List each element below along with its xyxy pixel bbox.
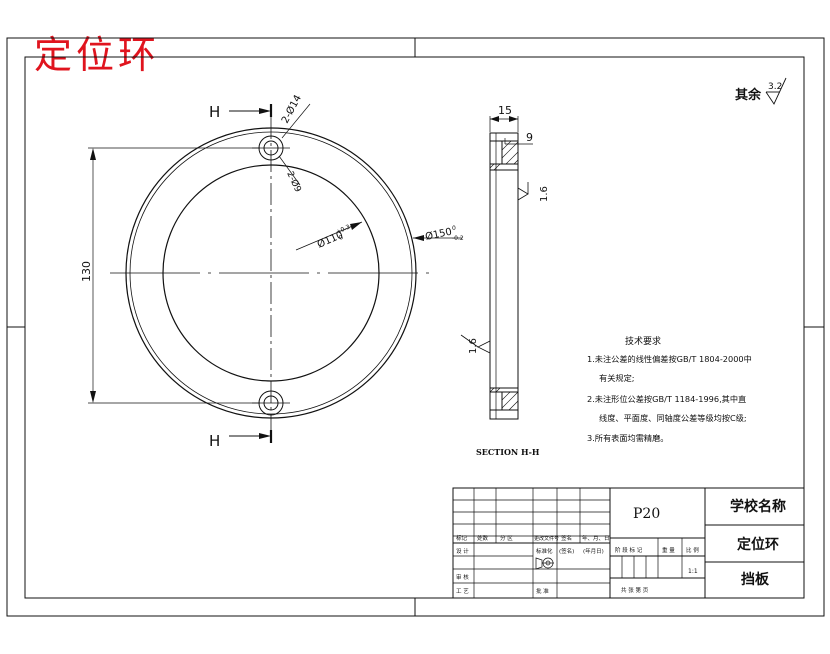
surface-note-label: 其余: [735, 87, 762, 103]
roughness-symbol-side: [517, 182, 529, 201]
chamfer-callout: 2-Ø9: [284, 170, 303, 195]
hole-callout: 2-Ø14: [279, 93, 304, 126]
reviewer-label: 审 核: [456, 573, 469, 581]
arrowheads: [90, 108, 424, 439]
drawing-name: 挡板: [741, 571, 770, 588]
dim-9-label: 9: [526, 131, 533, 144]
outer-dia-label: Ø150: [424, 226, 453, 243]
tech-req-title: 技术要求: [625, 335, 661, 347]
centering-marks: [7, 38, 824, 616]
inner-dia-tol-lower: 0: [338, 234, 345, 242]
weight-header: 重 量: [662, 546, 675, 554]
process-label: 工 艺: [456, 588, 469, 595]
inner-dia-tol-upper: +0.3: [335, 223, 351, 235]
drawing-title: 定位环: [34, 33, 161, 77]
part-name: 定位环: [737, 536, 779, 553]
tech-req-item-3: 2.未注形位公差按GB/T 1184-1996,其中直: [587, 394, 746, 404]
hdr-change-doc: 更改文件号: [534, 535, 559, 542]
hdr-zone: 分 区: [500, 534, 513, 542]
part-number: P20: [633, 506, 660, 522]
sheet-border: [6, 37, 825, 617]
section-mark-top: H: [209, 103, 220, 121]
tech-req-item-5: 3.所有表面均需精磨。: [587, 433, 669, 443]
sheet-info: 共 张 第 页: [621, 586, 649, 594]
section-view: [489, 116, 533, 420]
sign-hint: (签名): [559, 547, 574, 555]
surface-note-value: 3.2: [768, 82, 782, 92]
outer-dia-tol-lower: -0.2: [452, 235, 464, 242]
projection-symbol-icon: [535, 557, 554, 570]
section-hatching: [489, 140, 519, 411]
designer-label: 设 计: [456, 547, 469, 555]
tech-req-item-4: 线度、平面度、同轴度公差等级均按C级;: [599, 413, 747, 423]
scale-header: 比 例: [686, 546, 699, 554]
hdr-date: 年、月、日: [582, 534, 610, 542]
section-view-label: SECTION H-H: [476, 447, 540, 457]
roughness-side-value: 1.6: [539, 186, 550, 202]
date-hint: (年月日): [583, 547, 604, 555]
roughness-symbol-general: [765, 77, 787, 105]
drawing-frame: [24, 56, 805, 599]
hdr-sign: 签名: [561, 534, 572, 542]
tech-req-item-2: 有关规定;: [599, 373, 635, 383]
hdr-count: 处数: [477, 534, 489, 542]
section-mark-bottom: H: [209, 432, 220, 450]
front-view: [88, 103, 462, 443]
roughness-left-value: 1.6: [468, 338, 479, 354]
roughness-symbol-left: [460, 334, 491, 354]
stage-header: 阶 段 标 记: [615, 546, 643, 554]
tech-req-item-1: 1.未注公差的线性偏差按GB/T 1804-2000中: [587, 354, 752, 364]
dim-130-label: 130: [80, 261, 93, 282]
outer-dia-tol-upper: 0: [452, 225, 456, 232]
standardize-label: 标准化: [536, 547, 553, 555]
school-name: 学校名称: [730, 498, 786, 515]
scale-value: 1:1: [688, 568, 698, 575]
approve-label: 批 准: [536, 587, 549, 595]
dim-15-label: 15: [498, 104, 512, 117]
hdr-mark: 标记: [456, 534, 468, 542]
title-block-grid: [453, 488, 683, 598]
title-block: [452, 487, 805, 599]
